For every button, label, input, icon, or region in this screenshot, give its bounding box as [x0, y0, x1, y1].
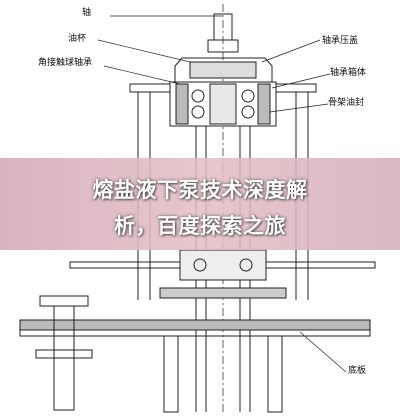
banner-title-line2: 析，百度探索之旅 [114, 214, 286, 238]
label-bearing-cover: 轴承压盖 [322, 36, 359, 46]
title-banner: 熔盐液下泵技术深度解 析，百度探索之旅 [0, 158, 400, 250]
label-oil-seal: 骨架油封 [328, 98, 365, 108]
banner-title-line1: 熔盐液下泵技术深度解 [92, 178, 308, 202]
label-oil-baffle: 油杯 [68, 34, 87, 44]
label-bearing-box: 轴承箱体 [330, 68, 367, 78]
label-shaft: 轴 [82, 8, 92, 18]
bearing-box [169, 81, 277, 127]
label-bottom-plate: 底板 [348, 366, 367, 376]
label-angular-bearing: 角接触球轴承 [38, 58, 93, 68]
